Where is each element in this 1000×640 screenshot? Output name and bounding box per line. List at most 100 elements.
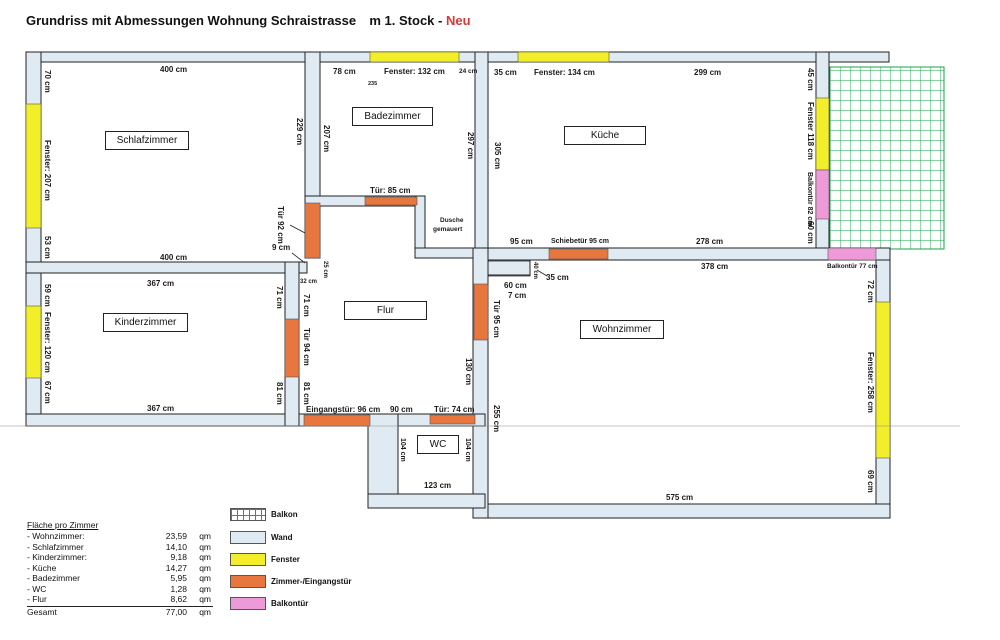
dim-tuer74: Tür: 74 cm <box>434 405 475 414</box>
dim-schlaf-53: 53 cm <box>43 236 52 259</box>
dim-kueche-60: 60 cm <box>806 221 815 244</box>
balcony-area <box>829 66 945 250</box>
dim-tuer92: Tür 92 cm <box>276 206 285 244</box>
dim-wohn-40: 40 cm <box>532 262 538 280</box>
room-label-wohnzimmer: Wohnzimmer <box>580 320 664 339</box>
dim-schlaf-bottom: 400 cm <box>160 253 188 262</box>
area-value: 23,59 <box>165 531 187 541</box>
dim-schlaf-fenster: Fenster: 207 cm <box>43 140 52 201</box>
dim-flur-130: 130 cm <box>464 358 473 386</box>
legend-label-balkontuer: Balkontür <box>271 599 309 608</box>
dim-flur-81: 81 cm <box>302 382 311 405</box>
windows <box>25 51 891 459</box>
room-label-schlafzimmer: Schlafzimmer <box>105 131 189 150</box>
doors <box>284 196 609 427</box>
room-label-kinderzimmer: Kinderzimmer <box>103 313 188 332</box>
dim-flur-90: 90 cm <box>390 405 413 414</box>
dim-kueche-35: 35 cm <box>494 68 517 77</box>
area-name: - Flur <box>27 594 47 604</box>
dim-kinder-67: 67 cm <box>43 381 52 404</box>
dim-schlaf-70: 70 cm <box>43 70 52 93</box>
area-value: 14,27 <box>165 562 187 573</box>
dim-tuer85: Tür: 85 cm <box>370 186 411 195</box>
corner-detail <box>488 260 531 277</box>
dim-kinder-fenster: Fenster: 120 cm <box>43 312 52 373</box>
dim-tuer94: Tür 94 cm <box>302 328 311 366</box>
dim-wc-104-right: 104 cm <box>464 438 471 462</box>
legend-swatch-tuer <box>230 575 266 588</box>
area-unit: qm <box>199 583 211 594</box>
dim-kinder-bottom: 367 cm <box>147 404 175 413</box>
dim-25cm: 25 cm <box>322 261 328 279</box>
area-unit: qm <box>199 573 211 583</box>
room-label-flur: Flur <box>344 301 427 320</box>
area-name: - WC <box>27 583 47 594</box>
room-label-badezimmer: Badezimmer <box>352 107 433 126</box>
legend-label-fenster: Fenster <box>271 555 300 564</box>
dim-bad-fenster: Fenster: 132 cm <box>384 67 445 76</box>
dim-kueche-45: 45 cm <box>806 68 815 91</box>
balcony-doors <box>815 169 877 261</box>
dim-schlaf-top: 400 cm <box>160 65 188 74</box>
dim-wohn-255: 255 cm <box>492 405 501 433</box>
area-name: - Kinderzimmer: <box>27 552 87 562</box>
dim-9cm: 9 cm <box>272 243 291 252</box>
pointer-lines <box>289 224 548 277</box>
area-row: - WC 1,28 qm <box>27 584 213 595</box>
area-name: - Küche <box>27 562 57 573</box>
room-label-wc: WC <box>417 435 459 454</box>
area-value: 8,62 <box>170 594 187 604</box>
dim-wohn-575: 575 cm <box>666 493 694 502</box>
dim-32cm: 32 cm <box>300 279 318 285</box>
dim-kueche-fenster: Fenster: 134 cm <box>534 68 595 77</box>
dim-kinder-71: 71 cm <box>275 286 284 309</box>
label-dusche: Dusche <box>440 217 464 224</box>
area-value: 9,18 <box>170 552 187 562</box>
dim-wc-104-left: 104 cm <box>399 438 406 462</box>
area-value: 1,28 <box>170 583 187 594</box>
dim-kueche-fenster118: Fenster 118 cm <box>806 102 815 160</box>
dim-bad-235: 235 <box>368 81 378 87</box>
label-gemauert: gemauert <box>433 226 463 233</box>
dim-eingang: Eingangstür: 96 cm <box>306 405 381 414</box>
dim-wohn-7: 7 cm <box>508 291 527 300</box>
area-unit: qm <box>199 594 211 604</box>
dim-wohn-60: 60 cm <box>504 281 527 290</box>
area-value: 5,95 <box>170 573 187 583</box>
area-name: - Wohnzimmer: <box>27 531 85 541</box>
area-unit: qm <box>199 531 211 541</box>
area-row: - Wohnzimmer: 23,59 qm <box>27 531 213 542</box>
area-total-name: Gesamt <box>27 606 57 617</box>
area-row: - Flur 8,62 qm <box>27 594 213 605</box>
title-main: Grundriss mit Abmessungen Wohnung Schrai… <box>26 13 357 28</box>
area-total-unit: qm <box>199 606 211 617</box>
dim-wohn-35: 35 cm <box>546 273 569 282</box>
dim-wohn-378: 378 cm <box>701 262 729 271</box>
dim-kueche-305: 305 cm <box>493 142 502 170</box>
dim-kinder-59: 59 cm <box>43 284 52 307</box>
legend-swatch-wand <box>230 531 266 544</box>
dim-kinder-81: 81 cm <box>275 382 284 405</box>
dim-schlaf-229: 229 cm <box>295 118 304 146</box>
dim-tuer95: Tür 95 cm <box>492 300 501 338</box>
dim-bad-207: 207 cm <box>322 125 331 153</box>
title-neu: Neu <box>445 13 471 28</box>
legend-label-balkon: Balkon <box>271 510 298 519</box>
dim-bad-24: 24 cm <box>459 68 478 75</box>
area-unit: qm <box>199 562 211 573</box>
dim-kueche-299: 299 cm <box>694 68 722 77</box>
area-value: 14,10 <box>165 541 187 552</box>
area-row: - Küche 14,27 qm <box>27 563 213 574</box>
room-label-kueche: Küche <box>564 126 646 145</box>
area-heading: Fläche pro Zimmer <box>27 520 99 530</box>
area-unit: qm <box>199 552 211 562</box>
title-floor: m 1. Stock - <box>369 13 443 28</box>
area-name: - Schlafzimmer <box>27 541 84 552</box>
dim-wohn-72: 72 cm <box>866 280 875 303</box>
dim-balkontuer77: Balkontür 77 cm <box>827 263 878 270</box>
dim-kueche-278: 278 cm <box>696 237 724 246</box>
dim-kinder-top: 367 cm <box>147 279 175 288</box>
